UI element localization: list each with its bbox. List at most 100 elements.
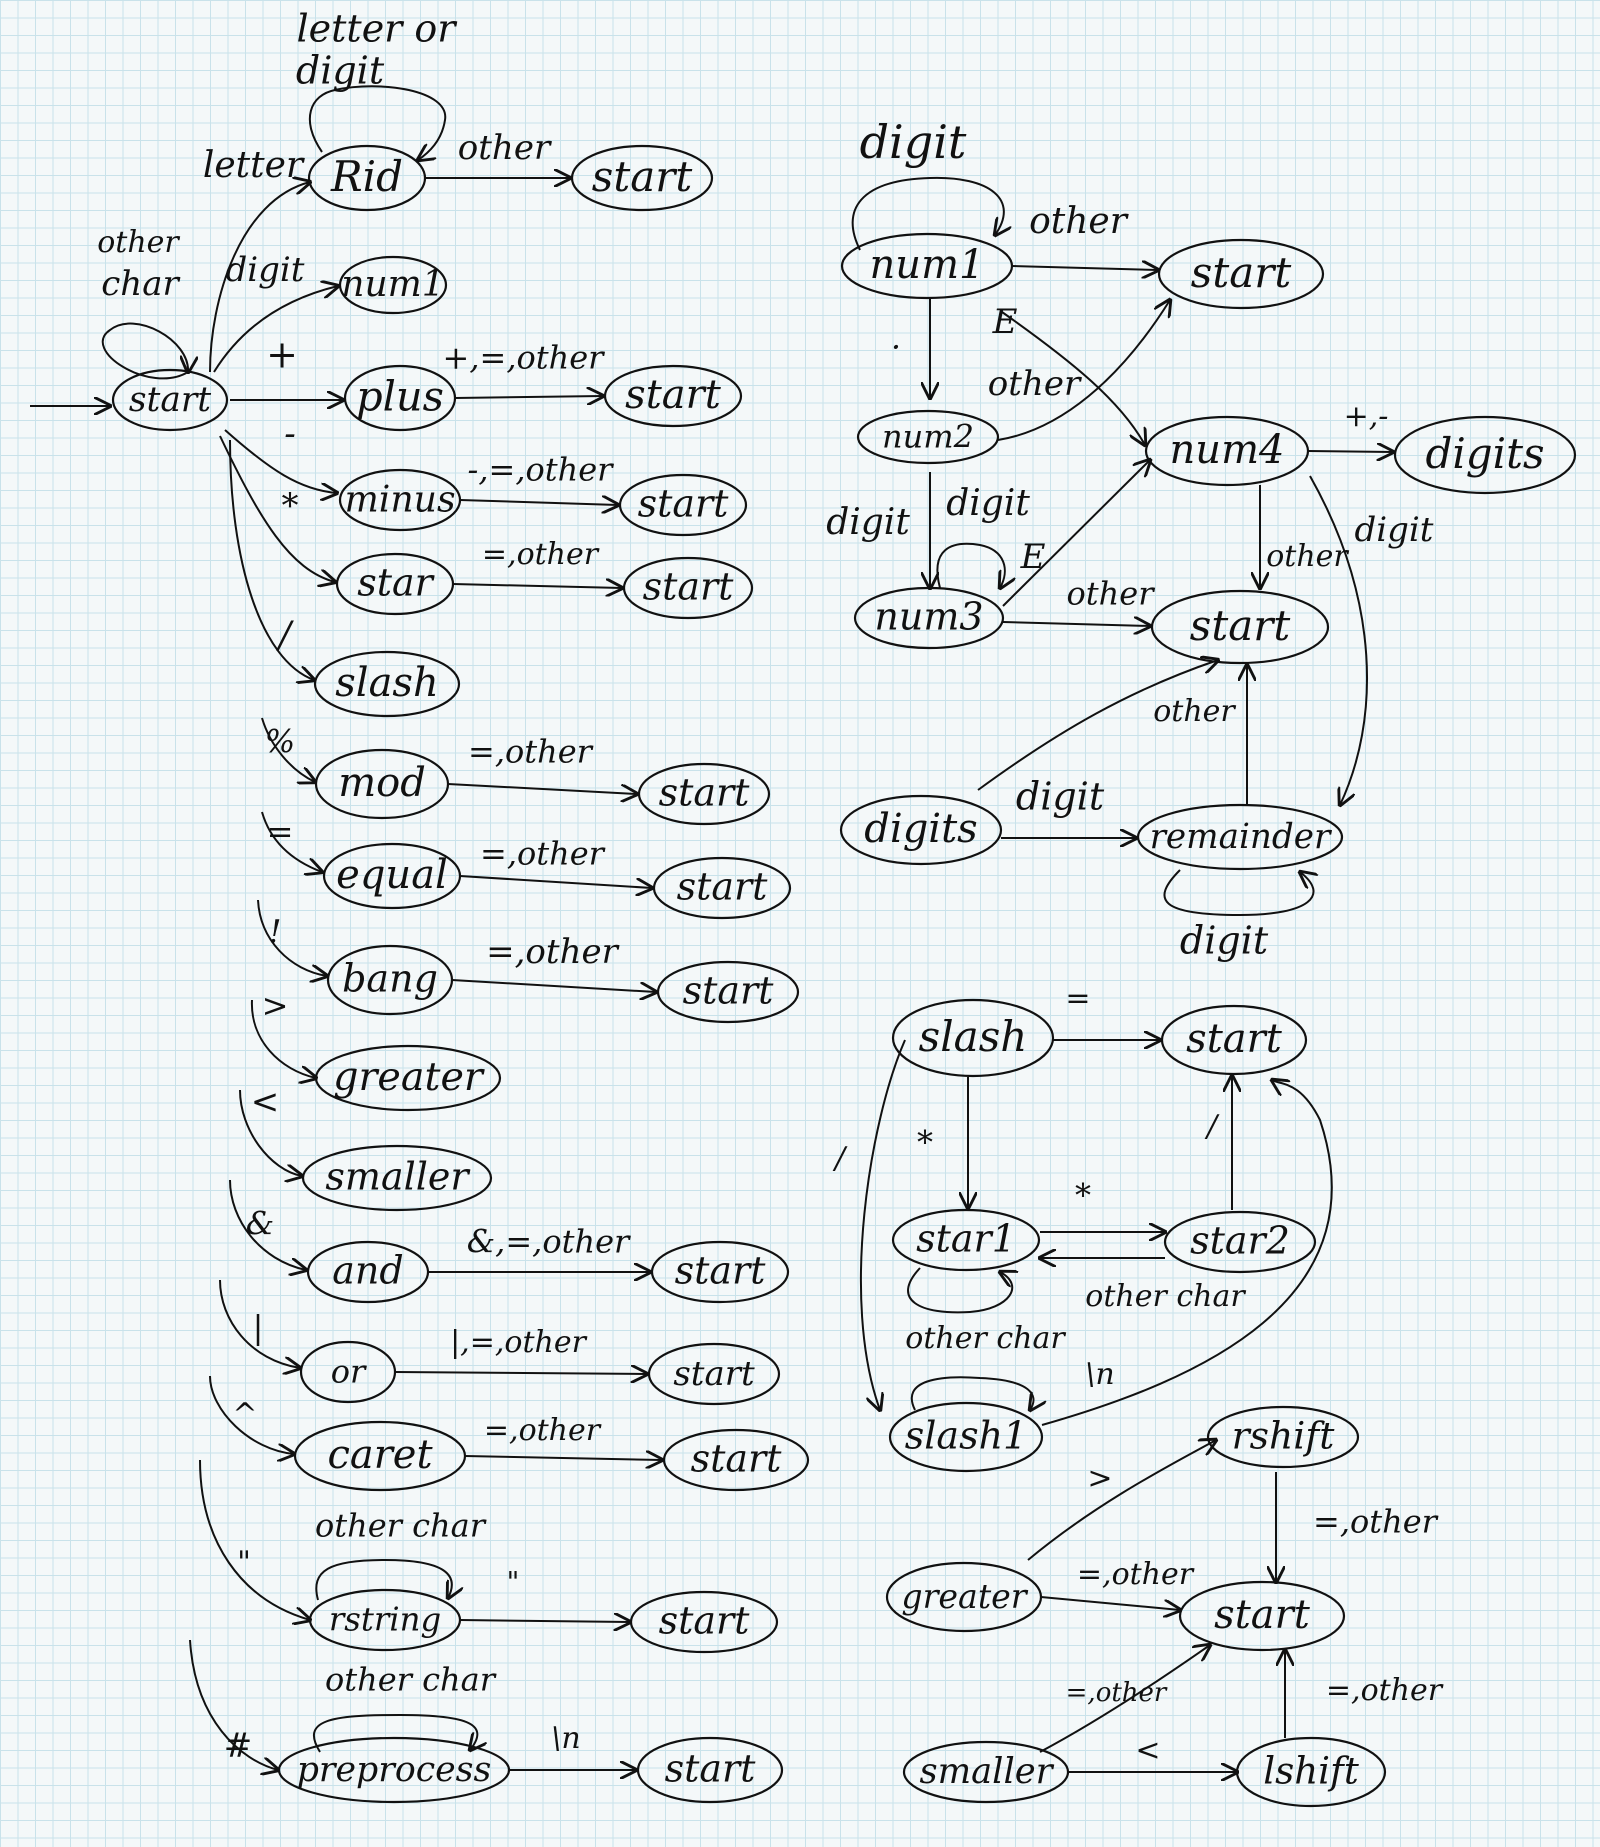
transition-arrow: [1001, 311, 1145, 445]
edge-label-l-plus: +: [266, 333, 298, 377]
state-l-rstring: rstring: [308, 1588, 462, 1652]
edge-label-l-digit-top: digit: [296, 49, 385, 93]
edge-label-l-letter: letter: [203, 145, 305, 186]
state-label: start: [659, 1599, 751, 1643]
state-l-bang-start: start: [656, 960, 800, 1024]
state-l-or: or: [299, 1340, 397, 1404]
state-label: start: [625, 372, 722, 418]
state-l-start: start: [111, 368, 229, 432]
state-ellipse: [885, 1561, 1043, 1633]
state-n-start2: start: [1150, 589, 1330, 665]
state-l-greater: greater: [314, 1044, 502, 1112]
state-ellipse: [308, 1588, 462, 1652]
transition-arrow: [459, 500, 618, 505]
state-label: num2: [882, 418, 974, 456]
state-ellipse: [322, 842, 462, 910]
state-n-num2: num2: [856, 409, 1000, 465]
state-label: star: [357, 561, 435, 605]
state-l-mod: mod: [314, 748, 450, 820]
edge-label-l-star: *: [282, 486, 299, 526]
state-s-slash1: slash1: [888, 1401, 1044, 1473]
transition-arrow: [1027, 1440, 1216, 1561]
edge-label-s-eq: =: [1065, 981, 1090, 1016]
edge-label-n-E2: E: [1020, 537, 1046, 577]
state-label: star1: [916, 1217, 1016, 1261]
state-label: start: [683, 969, 775, 1013]
edge-label-g-eq-other1: =,other: [1313, 1503, 1439, 1541]
state-label: num3: [874, 595, 983, 639]
state-l-minus-start: start: [618, 473, 748, 537]
state-label: smaller: [325, 1155, 471, 1199]
state-label: num1: [341, 264, 444, 305]
transition-arrow: [229, 439, 314, 680]
state-l-mod-start: start: [637, 762, 771, 826]
state-ellipse: [662, 1428, 810, 1492]
transition-arrow: [936, 542, 1004, 588]
edge-label-l-hash: #: [224, 1726, 253, 1766]
state-label: and: [332, 1249, 403, 1293]
state-ellipse: [1235, 1736, 1387, 1808]
edge-label-n-other5: other: [1153, 694, 1236, 729]
state-ellipse: [307, 144, 427, 212]
state-label: slash: [919, 1012, 1028, 1061]
transition-arrow: [1163, 870, 1313, 917]
state-n-digits-b: digits: [839, 794, 1003, 866]
state-ellipse: [1136, 803, 1344, 871]
state-ellipse: [1157, 238, 1325, 310]
state-l-minus: minus: [338, 468, 462, 532]
edge-label-l-and: &: [246, 1205, 274, 1243]
transition-arrow: [452, 584, 622, 588]
state-ellipse: [1144, 415, 1310, 487]
transition-arrow: [209, 1375, 294, 1454]
state-l-equal: equal: [322, 842, 462, 910]
edge-label-l-bang: !: [269, 913, 282, 951]
state-label: bang: [342, 957, 438, 1001]
state-l-preprocess: preprocess: [277, 1736, 511, 1804]
state-label: start: [1191, 248, 1292, 297]
edge-label-n-digit-loop: digit: [860, 115, 967, 169]
state-label: num4: [1170, 427, 1285, 473]
edge-label-l-pre-out: \n: [551, 1721, 580, 1756]
state-ellipse: [301, 1144, 493, 1212]
state-label: plus: [356, 372, 444, 421]
edge-label-l-plus-out: +,=,other: [443, 339, 606, 377]
edge-label-l-bang-out: =,other: [486, 932, 619, 972]
state-ellipse: [856, 409, 1000, 465]
edge-label-n-other2: other: [988, 364, 1082, 404]
state-l-smaller: smaller: [301, 1144, 493, 1212]
state-label: greater: [333, 1054, 485, 1100]
transition-arrow: [219, 1279, 300, 1368]
edge-label-g-eq-other3: =,other: [1066, 1678, 1168, 1708]
edge-label-l-caret-out: =,other: [484, 1413, 602, 1448]
state-ellipse: [902, 1740, 1070, 1804]
transition-arrow: [229, 1179, 306, 1270]
transition-arrow: [907, 1267, 1012, 1314]
state-l-slash: slash: [313, 650, 461, 718]
state-l-pre-start: start: [636, 1736, 784, 1804]
edge-label-s-star2: *: [1075, 1177, 1091, 1215]
transition-arrow: [219, 435, 335, 582]
state-ellipse: [637, 762, 771, 826]
edge-label-l-greater: >: [262, 987, 289, 1025]
state-n-start1: start: [1157, 238, 1325, 310]
state-label: digits: [864, 806, 977, 852]
edge-label-s-star: *: [917, 1124, 933, 1162]
transition-arrow: [261, 717, 315, 782]
state-l-caret-start: start: [662, 1428, 810, 1492]
state-label: equal: [336, 852, 448, 898]
transition-arrow: [451, 979, 656, 992]
transition-arrow: [459, 875, 652, 888]
edge-label-g-eq-other2: =,other: [1077, 1557, 1195, 1592]
transition-arrow: [1307, 451, 1393, 452]
edge-label-l-caret: ^: [232, 1397, 257, 1432]
state-g-start: start: [1178, 1580, 1346, 1652]
state-label: start: [129, 380, 211, 420]
edge-label-l-equal-out: =,other: [480, 835, 606, 873]
transition-arrow: [239, 1089, 302, 1176]
transition-arrow: [464, 1456, 662, 1460]
edge-label-n-digit-loop2: digit: [1180, 919, 1269, 963]
transition-arrow: [394, 1372, 647, 1374]
transition-arrow: [454, 396, 603, 398]
